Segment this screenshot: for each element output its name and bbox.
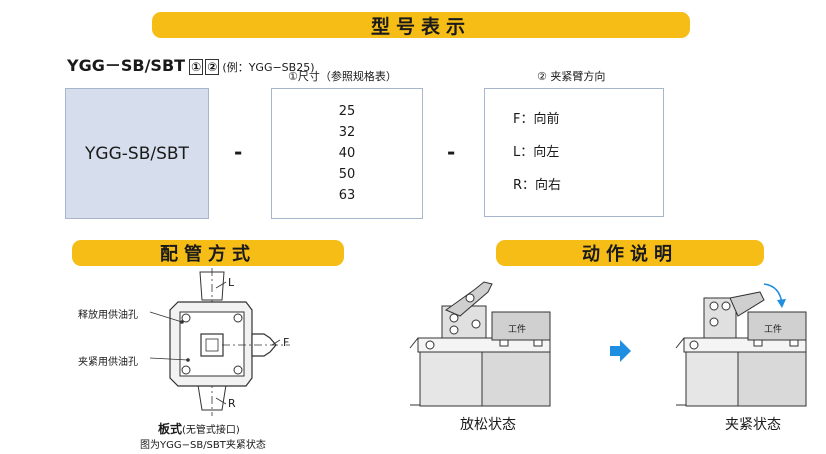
model-designation-banner: 型号表示 bbox=[152, 12, 690, 38]
clamp-direction-box: F：向前 L：向左 R：向右 bbox=[484, 88, 664, 217]
bore-size-item: 63 bbox=[338, 188, 356, 203]
direction-F-label: F bbox=[283, 336, 290, 349]
dash-1: - bbox=[234, 140, 243, 164]
bore-size-item: 32 bbox=[338, 125, 356, 140]
plate-type-caption: 板式(无管式接口) bbox=[158, 420, 240, 437]
clamp-port-label: 夹紧用供油孔 bbox=[78, 357, 138, 368]
bore-size-item: 40 bbox=[338, 146, 356, 161]
dash-2: - bbox=[447, 140, 456, 164]
direction-L-label: L bbox=[228, 276, 235, 289]
bore-size-caption: ①尺寸（参照规格表） bbox=[288, 70, 397, 83]
model-code-line: YGG－SB/SBT ① ② (例：YGG−SB25) bbox=[67, 52, 315, 76]
bore-size-box: 25 32 40 50 63 bbox=[271, 88, 423, 219]
direction-R-label: R bbox=[228, 397, 236, 410]
direction-item: F：向前 bbox=[513, 112, 560, 127]
action-description-banner: 动作说明 bbox=[496, 240, 764, 266]
plate-type-label: 板式 bbox=[158, 422, 183, 436]
clamped-state-note: 图为YGG−SB/SBT夹紧状态 bbox=[140, 440, 266, 451]
workpiece-label-released: 工件 bbox=[508, 325, 527, 335]
piping-method-banner: 配管方式 bbox=[72, 240, 344, 266]
clamp-direction-caption: ② 夹紧臂方向 bbox=[537, 70, 606, 83]
series-box: YGG-SB/SBT bbox=[65, 88, 209, 219]
model-slot-1: ① bbox=[189, 59, 204, 75]
model-example: (例：YGG−SB25) bbox=[222, 61, 315, 74]
workpiece-label-clamped: 工件 bbox=[764, 325, 783, 335]
release-port-label: 释放用供油孔 bbox=[78, 310, 138, 321]
bore-size-item: 25 bbox=[338, 104, 356, 119]
direction-item: L：向左 bbox=[513, 145, 560, 160]
plate-type-note: (无管式接口) bbox=[182, 425, 240, 436]
model-slot-2: ② bbox=[205, 59, 220, 75]
released-state-label: 放松状态 bbox=[460, 417, 516, 433]
direction-item: R：向右 bbox=[513, 178, 562, 193]
model-code-main: YGG－SB/SBT bbox=[67, 56, 186, 75]
clamped-state-label: 夹紧状态 bbox=[725, 417, 781, 433]
bore-size-item: 50 bbox=[338, 167, 356, 182]
